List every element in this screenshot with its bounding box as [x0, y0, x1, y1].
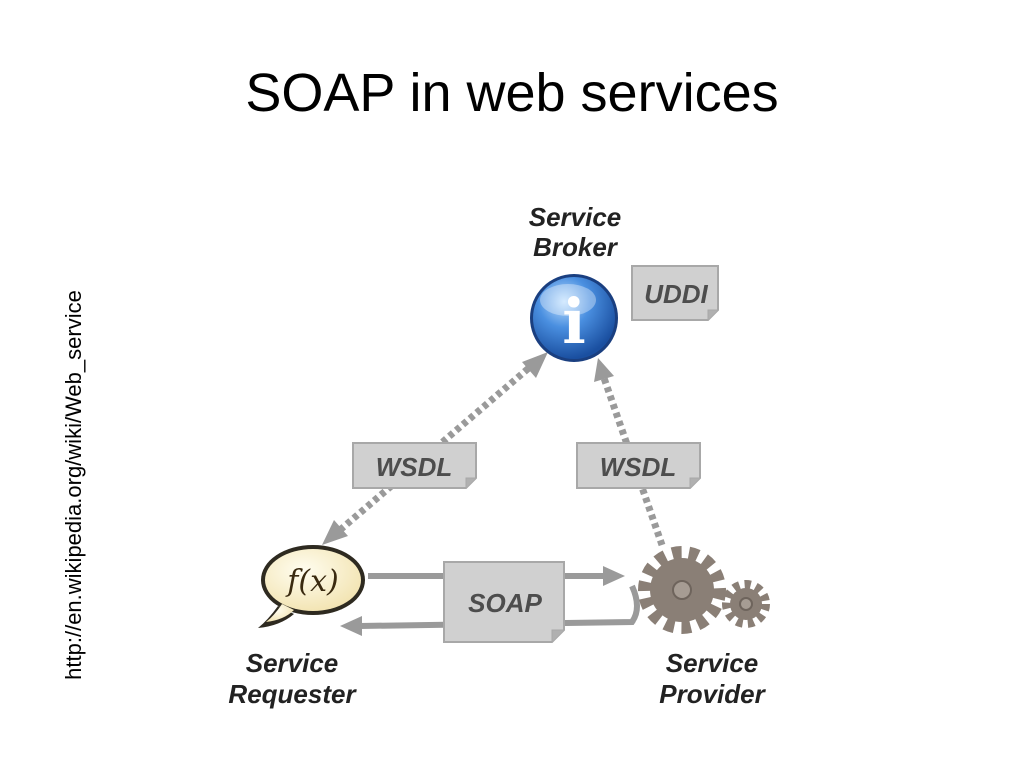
arrowhead-to-requester-solid [340, 616, 362, 636]
arrowhead-to-requester [322, 520, 348, 545]
arrowhead-provider-to-broker [594, 358, 614, 382]
slide-title: SOAP in web services [245, 63, 779, 123]
provider-label-line2: Provider [659, 679, 766, 709]
wsdl-document-right: WSDL [576, 442, 701, 489]
arrowhead-to-provider [603, 566, 625, 586]
broker-label-line2: Broker [533, 232, 619, 262]
requester-label-line2: Requester [228, 679, 357, 709]
soap-label: SOAP [468, 588, 542, 618]
requester-label-line1: Service [246, 648, 339, 678]
broker-label-line1: Service [529, 202, 622, 232]
function-badge: f(x) [285, 564, 338, 599]
uddi-label: UDDI [644, 279, 708, 309]
arrowhead-to-broker [522, 352, 548, 378]
function-bubble-icon: f(x) [258, 545, 365, 628]
wsdl-left-label: WSDL [376, 452, 453, 482]
gears-icon [638, 546, 770, 634]
info-icon: i [530, 274, 618, 362]
provider-label: Service Provider [659, 648, 766, 709]
large-gear-icon [638, 546, 726, 634]
wsdl-document-left: WSDL [352, 442, 477, 489]
requester-label: Service Requester [228, 648, 357, 709]
broker-label: Service Broker [529, 202, 622, 262]
soap-document: SOAP [443, 561, 565, 643]
requester-broker-link [322, 352, 548, 545]
provider-label-line1: Service [666, 648, 759, 678]
wsdl-right-label: WSDL [600, 452, 677, 482]
provider-broker-link [594, 358, 666, 547]
uddi-document: UDDI [631, 265, 719, 321]
small-gear-icon [722, 580, 770, 628]
info-badge: i [562, 285, 586, 358]
